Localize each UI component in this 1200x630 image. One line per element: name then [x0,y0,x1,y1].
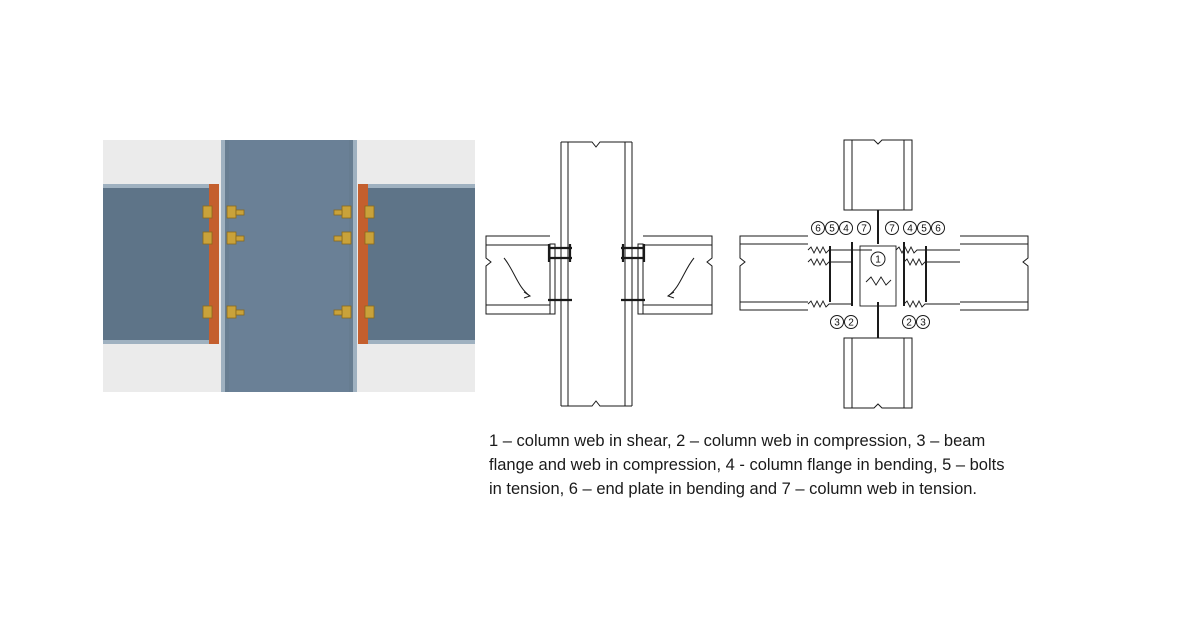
bolt-group-right [333,205,375,319]
marker-4-left: 4 [843,224,849,235]
component-spring-model: 6 5 4 7 7 4 5 6 1 3 2 2 3 [739,139,1029,409]
marker-2-left: 2 [848,318,854,329]
figure-caption: 1 – column web in shear, 2 – column web … [489,429,1109,501]
right-beam [960,235,1029,311]
column [221,140,357,392]
caption-line-3: in tension, 6 – end plate in bending and… [489,480,978,498]
bolt-group-left [202,205,245,319]
right-end-plate [358,184,368,344]
left-beam-outline [485,235,556,315]
springs [807,245,960,309]
marker-1-center: 1 [875,255,881,266]
bolted-connection-render [103,140,475,392]
rigid-links [829,210,927,338]
marker-5-left: 5 [829,224,835,235]
marker-3-left: 3 [834,318,840,329]
caption-line-2: flange and web in compression, 4 - colum… [489,456,1005,474]
marker-7-left: 7 [861,224,867,235]
upper-column [843,139,913,211]
marker-6-right: 6 [935,224,941,235]
component-markers: 6 5 4 7 7 4 5 6 1 3 2 2 3 [811,221,945,329]
lower-column [843,337,913,409]
marker-3-right: 3 [920,318,926,329]
connection-elevation-drawing [485,141,713,407]
bolts [547,244,646,302]
marker-6-left: 6 [815,224,821,235]
left-end-plate [209,184,219,344]
marker-2-right: 2 [906,318,912,329]
caption-line-1: 1 – column web in shear, 2 – column web … [489,432,986,450]
left-beam [739,235,808,311]
column-outline [560,141,633,407]
left-beam [103,184,210,344]
marker-4-right: 4 [907,224,913,235]
right-beam [366,184,475,344]
right-beam-outline [637,235,713,315]
marker-7-right: 7 [889,224,895,235]
marker-5-right: 5 [921,224,927,235]
